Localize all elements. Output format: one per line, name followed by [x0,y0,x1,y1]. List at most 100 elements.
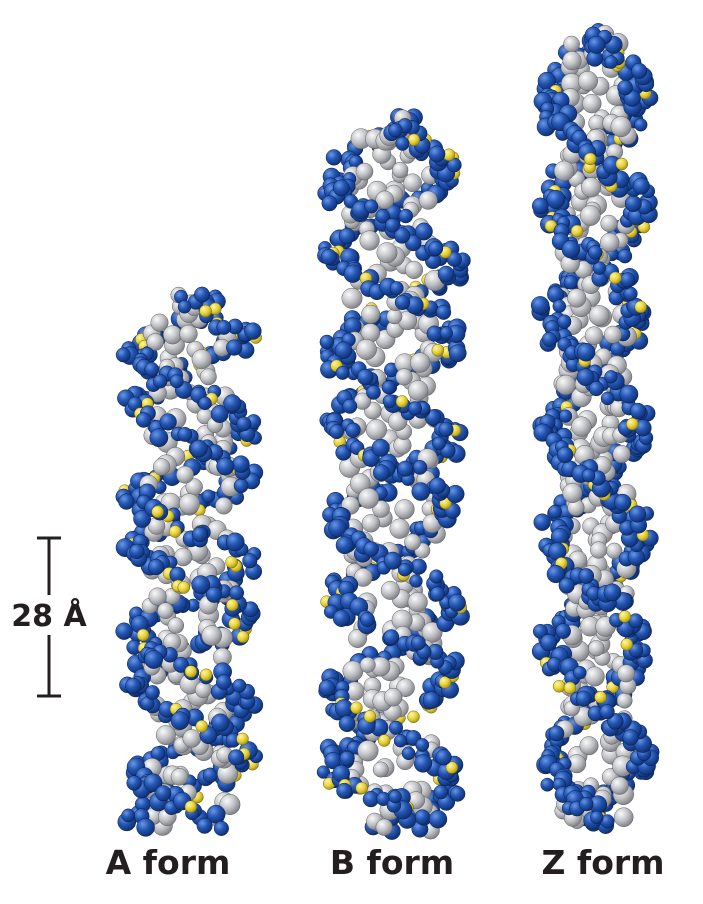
backbone-atom [385,217,400,233]
backbone-atom [153,374,168,389]
backbone-atom [530,296,550,315]
base-pair-atom [396,678,415,697]
base-pair-atom [150,313,169,332]
base-pair-atom [404,533,422,551]
base-pair-atom [191,349,212,370]
base-pair-atom [389,518,410,539]
backbone-atom [381,380,396,395]
backbone-atom [242,553,258,569]
backbone-atom [388,790,402,804]
backbone-atom [173,656,190,673]
base-pair-atom [146,333,164,351]
backbone-atom [413,754,433,773]
backbone-atom [338,227,356,245]
backbone-atom [624,195,642,213]
base-pair-atom [600,214,618,232]
base-pair-atom [376,242,398,264]
backbone-atom [149,428,169,448]
backbone-atom [389,281,404,296]
phosphorus-atom [355,781,368,795]
phosphorus-atom [407,133,421,147]
backbone-atom [448,344,467,363]
base-pair-atom [199,368,217,386]
phosphorus-atom [583,152,597,166]
backbone-atom [411,482,431,501]
backbone-atom [135,412,152,428]
phosphorus-atom [363,710,377,723]
backbone-atom [531,197,549,215]
phosphorus-atom [570,224,584,238]
backbone-atom [600,391,615,406]
backbone-atom [629,402,647,420]
base-pair-atom [571,416,592,437]
base-pair-atom [404,260,424,279]
backbone-atom [192,526,208,543]
backbone-atom [533,513,551,531]
base-pair-atom [178,493,200,515]
phosphorus-atom [395,395,409,408]
backbone-atom [532,623,548,639]
base-pair-atom [588,640,605,657]
backbone-atom [223,394,242,413]
phosphorus-atom [225,555,238,569]
backbone-atom [229,585,245,601]
base-pair-atom [219,794,241,815]
backbone-atom [159,413,177,431]
backbone-atom [226,339,243,356]
backbone-atom [619,384,639,404]
backbone-atom [115,622,133,640]
phosphorus-atom [618,610,632,623]
phosphorus-atom [136,628,150,642]
base-pair-atom [610,116,632,138]
backbone-atom [632,177,650,195]
backbone-atom [397,460,414,477]
base-pair-atom [579,205,601,226]
backbone-atom [328,518,347,538]
backbone-atom [587,245,603,260]
backbone-atom [622,729,639,746]
base-pair-atom [553,160,575,182]
backbone-atom [388,123,403,138]
backbone-atom [144,362,160,377]
backbone-atom [634,118,648,132]
base-pair-atom [567,288,587,308]
backbone-atom [428,145,446,163]
backbone-atom [145,685,160,700]
base-pair-atom [372,761,389,778]
backbone-atom [169,374,184,389]
backbone-atom [395,136,410,151]
backbone-atom [579,796,594,812]
backbone-atom [556,446,574,464]
backbone-atom [136,818,155,837]
backbone-atom [546,564,565,584]
backbone-atom [316,765,331,779]
backbone-atom [563,275,579,290]
scale-bar: 28 Å [11,536,87,698]
base-pair-atom [395,368,413,386]
base-pair-atom [588,305,610,326]
backbone-atom [435,749,452,766]
base-pair-atom [152,458,171,476]
phosphorus-atom [168,525,182,538]
base-pair-atom [365,419,387,441]
phosphorus-atom [199,304,212,318]
phosphorus-atom [609,271,622,285]
backbone-atom [546,189,566,209]
backbone-atom [631,62,648,79]
backbone-atom [604,370,618,384]
backbone-atom [415,222,433,241]
base-pair-atom [613,807,634,827]
backbone-atom [592,261,607,275]
backbone-atom [603,583,622,602]
helix-z-molecule [530,23,660,834]
backbone-atom [338,715,356,733]
backbone-atom [398,208,414,224]
base-pair-atom [176,465,194,484]
backbone-atom [210,405,229,423]
base-pair-atom [215,497,233,515]
backbone-atom [148,558,165,576]
helix-a-label: A form [106,843,231,882]
base-pair-atom [579,736,599,756]
base-pair-atom [170,768,189,786]
backbone-atom [401,746,416,761]
